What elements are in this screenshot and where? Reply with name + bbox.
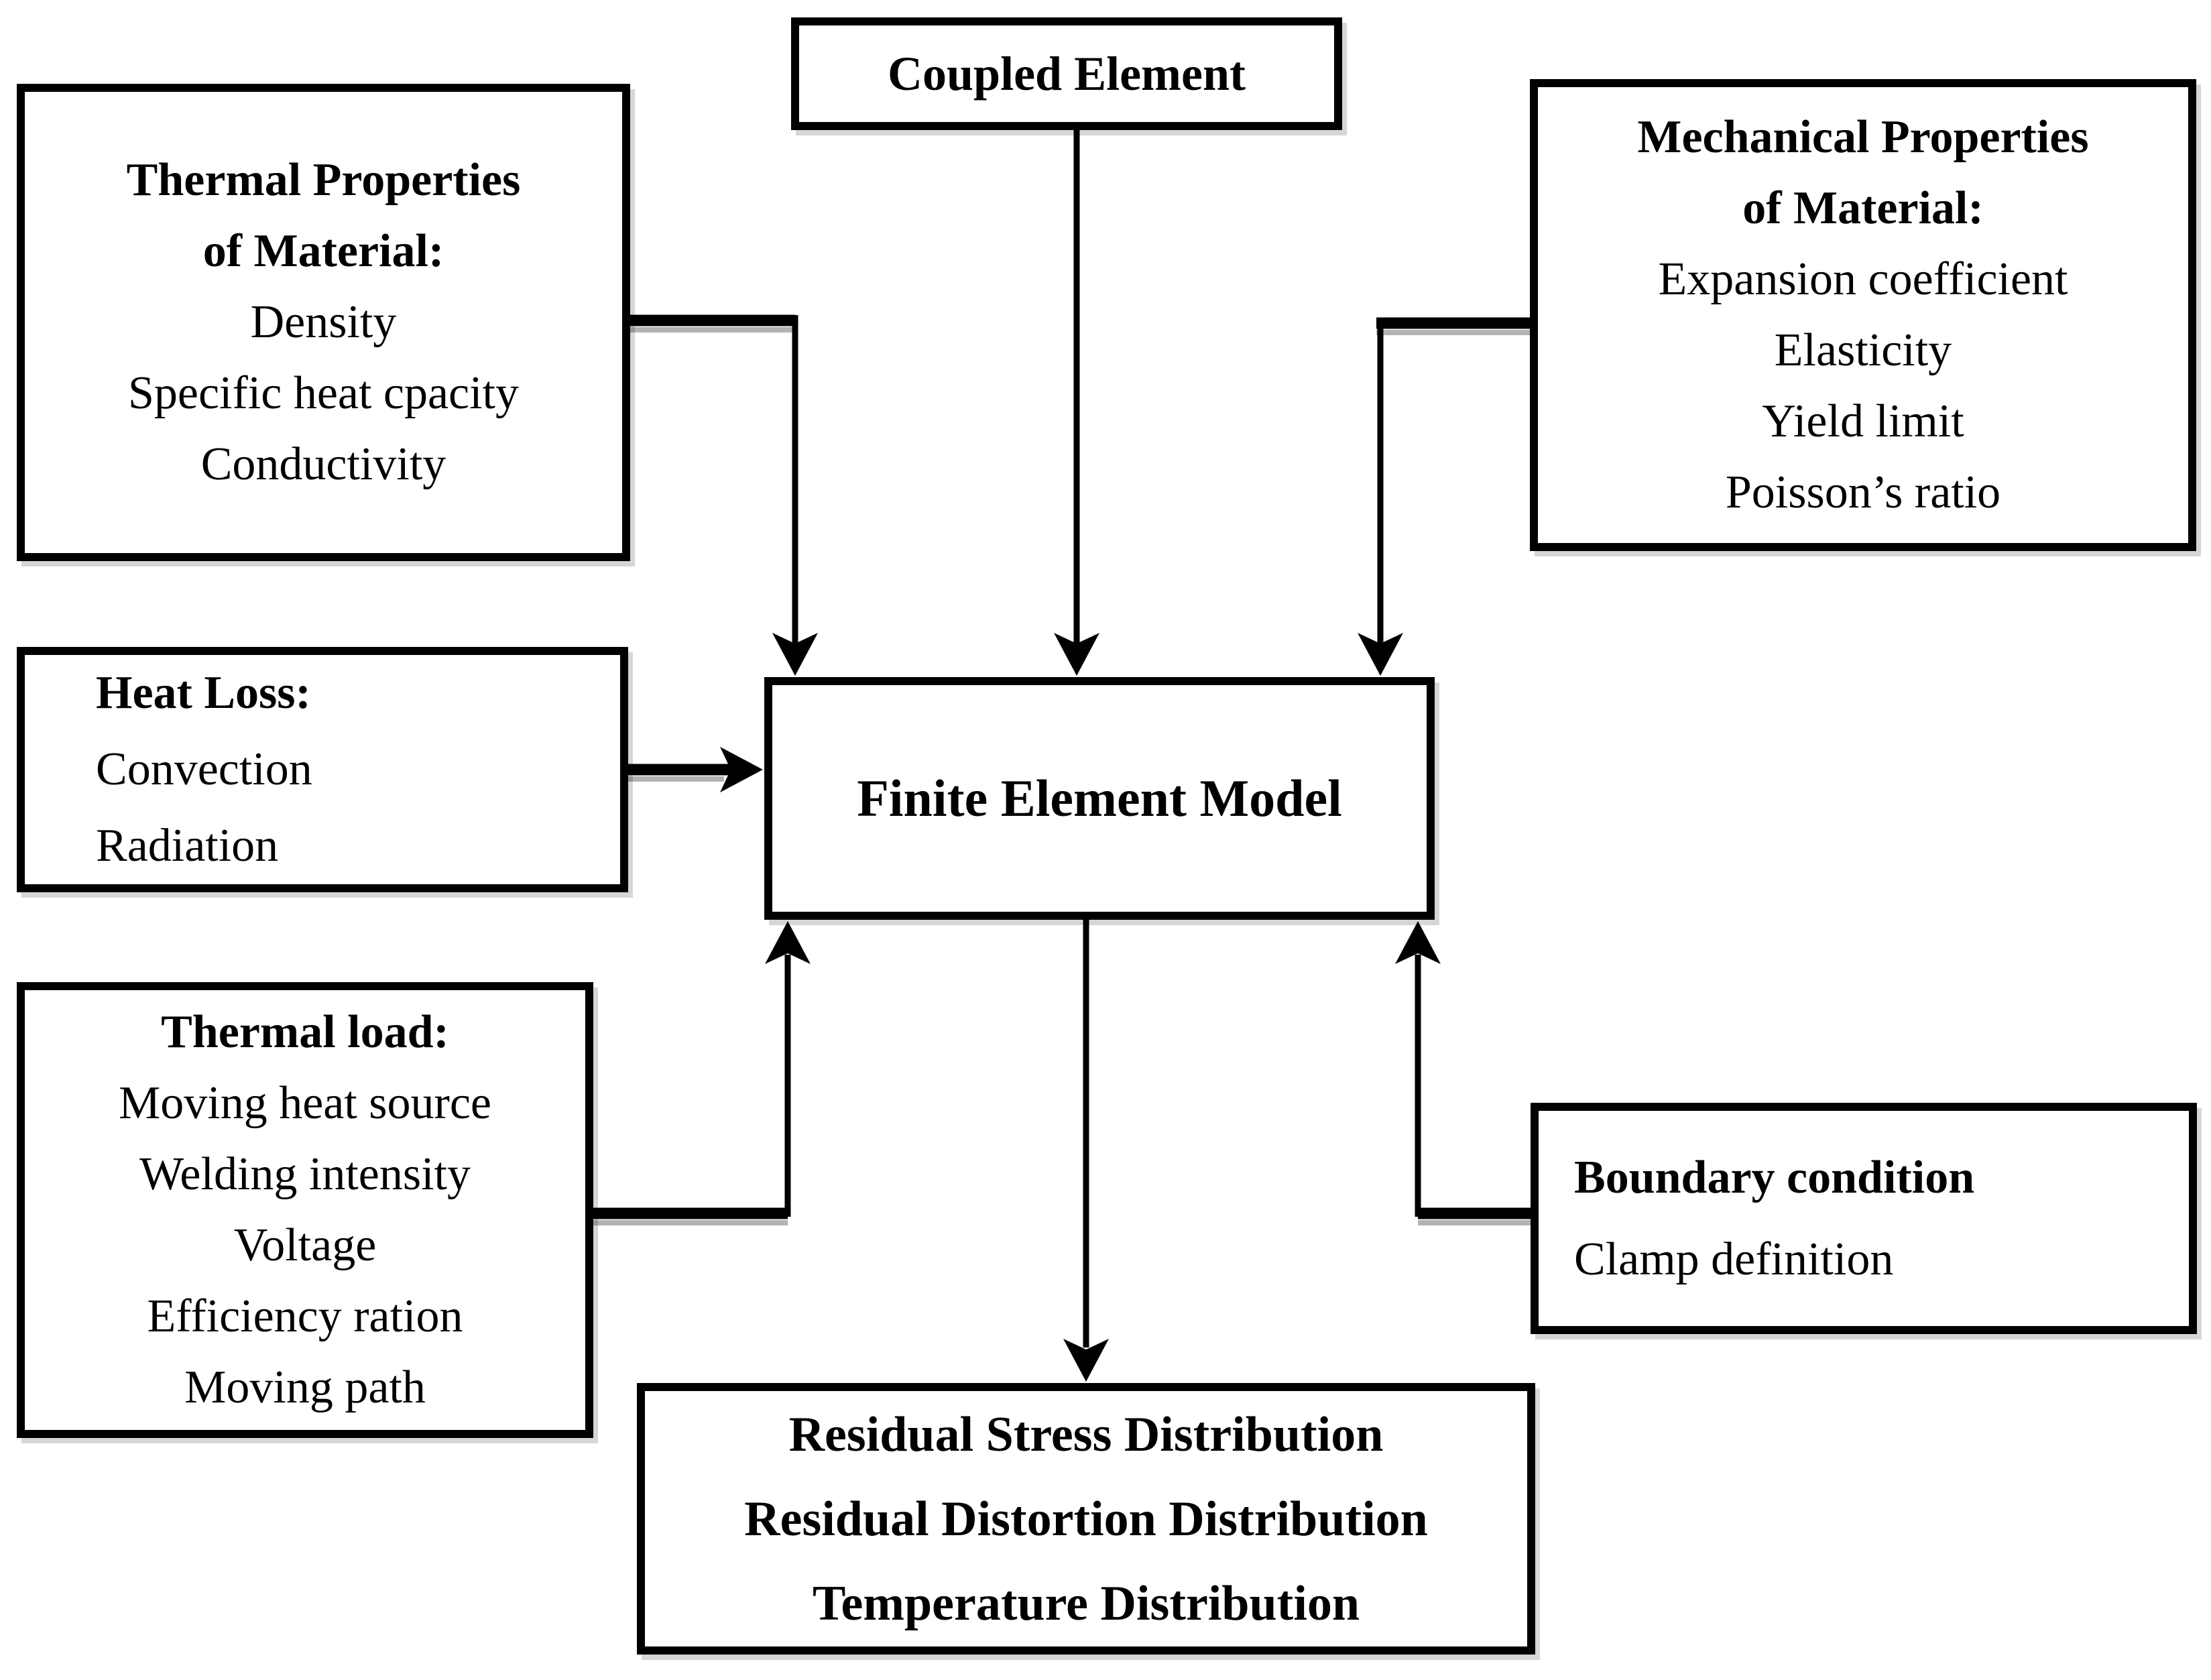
node-results-distributions: Residual Stress Distribution Residual Di…: [637, 1383, 1535, 1655]
node-title: Coupled Element: [887, 47, 1246, 101]
arrowhead-up-icon: [765, 921, 811, 964]
connector-heat-loss-to-fem: [625, 747, 763, 792]
list-item: Poisson’s ratio: [1725, 467, 2001, 518]
connector-thermal-load-to-fem: [585, 921, 811, 1225]
connector-coupled-element-to-fem: [1054, 127, 1099, 676]
connector-thermal-properties-to-fem: [623, 314, 818, 676]
connector-boundary-condition-to-fem: [1395, 921, 1535, 1225]
list-item: Moving heat source: [119, 1077, 491, 1129]
node-thermal-properties: Thermal Properties of Material: Density …: [17, 84, 630, 561]
list-item: Voltage: [233, 1219, 377, 1271]
connector-mechanical-properties-to-fem: [1358, 317, 1534, 676]
list-item: Radiation: [96, 820, 279, 872]
node-title: Thermal load:: [161, 1006, 449, 1058]
list-item: Density: [250, 296, 397, 348]
node-boundary-condition: Boundary condition Clamp definition: [1531, 1103, 2197, 1334]
node-heat-loss: Heat Loss: Convection Radiation: [17, 647, 628, 892]
node-title: Boundary condition: [1574, 1151, 1975, 1203]
result-line: Temperature Distribution: [812, 1575, 1360, 1631]
node-finite-element-model: Finite Element Model: [764, 677, 1435, 920]
list-item: Expansion coefficient: [1658, 253, 2068, 305]
connector-fem-to-results: [1063, 917, 1109, 1382]
list-item: Conductivity: [200, 438, 446, 490]
node-coupled-element: Coupled Element: [791, 17, 1342, 130]
arrowhead-down-icon: [772, 633, 818, 676]
node-title: Finite Element Model: [857, 769, 1342, 827]
arrowhead-right-icon: [720, 747, 763, 792]
list-item: Elasticity: [1774, 324, 1952, 376]
node-thermal-load: Thermal load: Moving heat source Welding…: [17, 982, 593, 1438]
node-mechanical-properties: Mechanical Properties of Material: Expan…: [1530, 79, 2196, 551]
list-item: Moving path: [184, 1362, 426, 1413]
list-item: Welding intensity: [139, 1148, 471, 1200]
list-item: Specific heat cpacity: [127, 367, 520, 419]
node-title-line: of Material:: [202, 225, 444, 277]
arrowhead-up-icon: [1395, 921, 1441, 964]
list-item: Efficiency ration: [147, 1291, 463, 1342]
node-title-line: of Material:: [1742, 182, 1984, 234]
arrowhead-down-icon: [1063, 1339, 1109, 1382]
arrowhead-down-icon: [1358, 633, 1403, 676]
node-title-line: Mechanical Properties: [1637, 111, 2089, 163]
node-title: Heat Loss:: [96, 667, 311, 719]
list-item: Convection: [96, 743, 312, 795]
result-line: Residual Distortion Distribution: [744, 1491, 1428, 1547]
list-item: Yield limit: [1762, 396, 1964, 447]
node-title-line: Thermal Properties: [126, 154, 521, 206]
list-item: Clamp definition: [1574, 1233, 1894, 1285]
arrowhead-down-icon: [1054, 633, 1099, 676]
result-line: Residual Stress Distribution: [788, 1406, 1384, 1462]
